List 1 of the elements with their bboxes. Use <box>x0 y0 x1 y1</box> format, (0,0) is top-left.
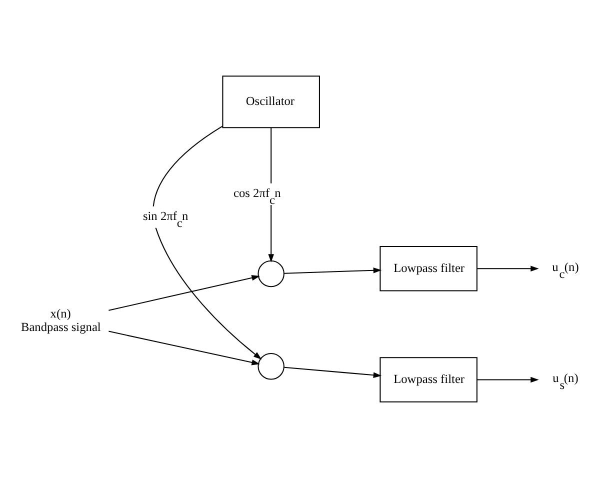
node-text: x(n) Bandpass signal <box>20 306 101 334</box>
